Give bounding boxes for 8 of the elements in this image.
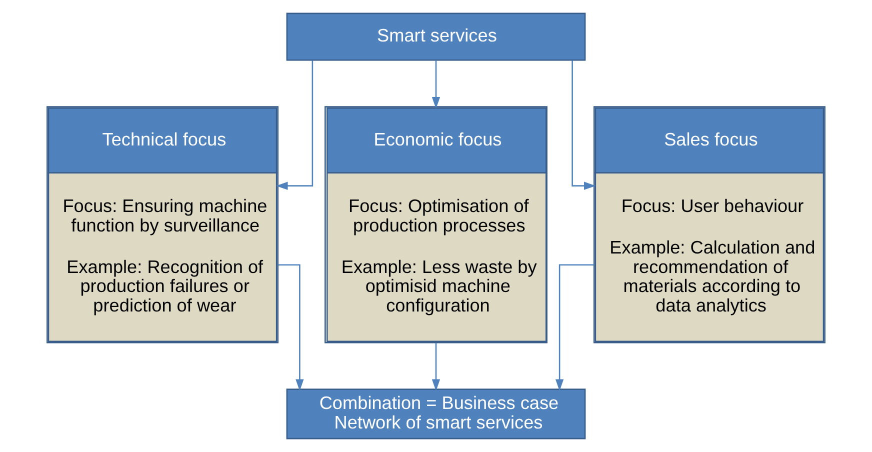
node-box: Combination = Business case Network of smart services [286, 388, 586, 440]
arrow [276, 60, 314, 190]
arrow [555, 264, 594, 391]
arrow [572, 60, 596, 190]
node-box: Smart services [286, 12, 586, 61]
arrow [278, 264, 304, 391]
arrow [432, 60, 440, 109]
arrow [432, 342, 440, 391]
